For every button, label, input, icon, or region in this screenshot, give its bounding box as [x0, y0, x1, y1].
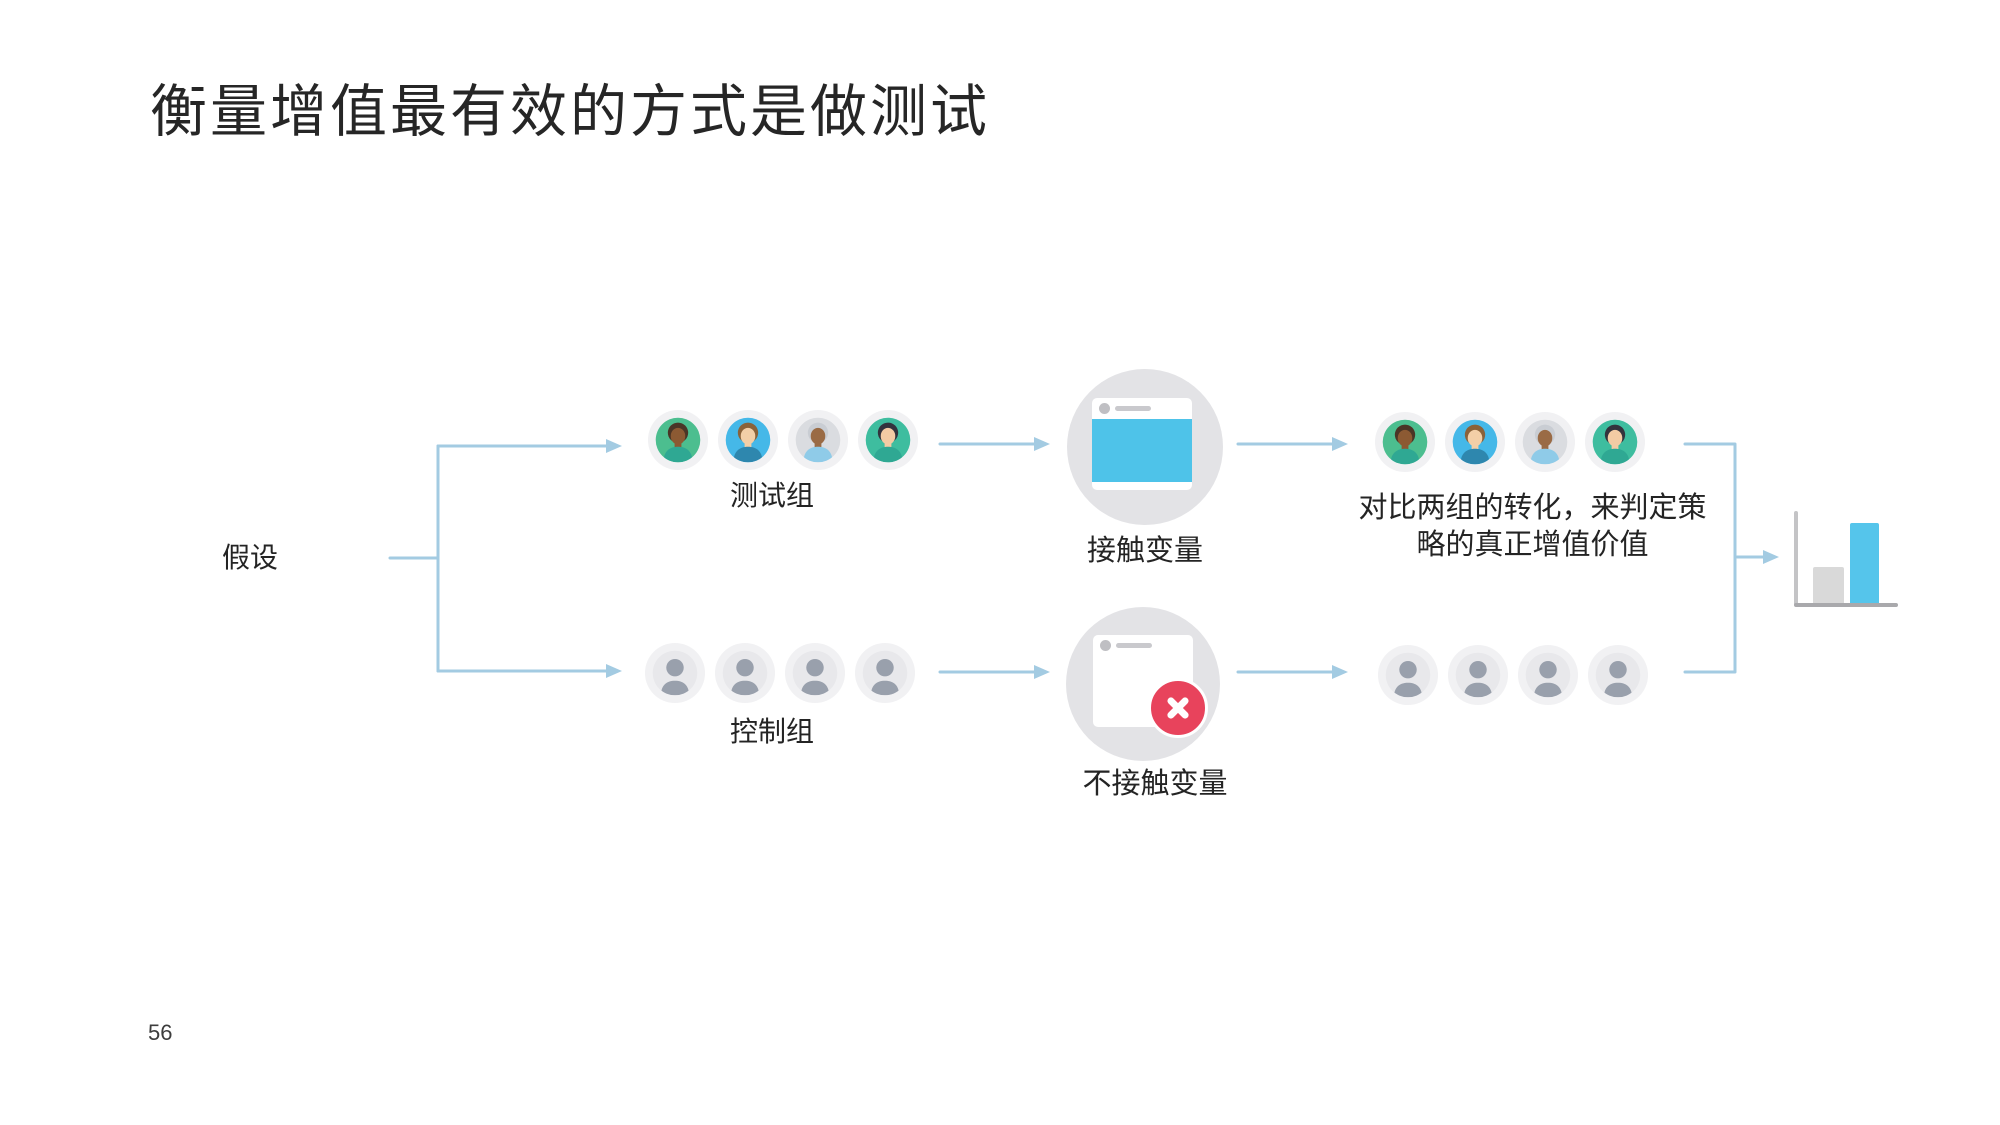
control-group-avatars [644, 642, 916, 704]
card-avatar-dot-icon [1100, 640, 1111, 651]
result-bar-chart-icon [1794, 511, 1900, 609]
conclusion-text: 对比两组的转化，来判定策 略的真正增值价值 [1330, 490, 1735, 564]
chart-y-axis [1794, 511, 1798, 606]
conclusion-line-2: 略的真正增值价值 [1416, 529, 1649, 561]
exposed-result-avatars [1374, 411, 1646, 473]
arrow-right-icon [1034, 437, 1050, 451]
person-silhouette-icon [1517, 644, 1579, 706]
person-silhouette-icon [854, 642, 916, 704]
arrow-right-icon [1763, 550, 1779, 564]
test-group-avatars [647, 409, 919, 471]
person-avatar-icon [1584, 411, 1646, 473]
chart-gray-bar [1813, 567, 1844, 603]
person-avatar-icon [1374, 411, 1436, 473]
arrow-right-icon [606, 664, 622, 678]
person-avatar-icon [857, 409, 919, 471]
control-group-label: 控制组 [729, 716, 814, 747]
ad-card-icon [1092, 398, 1192, 490]
chart-blue-bar [1850, 523, 1879, 603]
exposed-variable-label: 接触变量 [1086, 535, 1203, 567]
card-text-line-icon [1115, 406, 1151, 411]
test-group-label: 测试组 [729, 480, 814, 511]
not-exposed-variable-label: 不接触变量 [1082, 768, 1228, 800]
person-silhouette-icon [714, 642, 776, 704]
not-exposed-variable-icon [1066, 607, 1220, 761]
person-silhouette-icon [1447, 644, 1509, 706]
exposed-variable-icon [1067, 369, 1223, 525]
conclusion-line-1: 对比两组的转化，来判定策 [1358, 492, 1707, 524]
control-result-avatars [1377, 644, 1649, 706]
chart-x-axis [1794, 603, 1898, 607]
arrow-right-icon [1332, 665, 1348, 679]
person-avatar-icon [787, 409, 849, 471]
card-avatar-dot-icon [1099, 403, 1110, 414]
cross-badge-icon [1148, 678, 1208, 738]
person-silhouette-icon [644, 642, 706, 704]
person-silhouette-icon [1377, 644, 1439, 706]
hypothesis-label: 假设 [221, 542, 278, 573]
person-avatar-icon [1514, 411, 1576, 473]
person-avatar-icon [647, 409, 709, 471]
arrow-right-icon [1332, 437, 1348, 451]
arrow-right-icon [606, 439, 622, 453]
arrow-right-icon [1034, 665, 1050, 679]
person-silhouette-icon [784, 642, 846, 704]
person-avatar-icon [1444, 411, 1506, 473]
card-image-area-icon [1092, 419, 1192, 482]
person-silhouette-icon [1587, 644, 1649, 706]
person-avatar-icon [717, 409, 779, 471]
card-text-line-icon [1116, 643, 1152, 648]
page-number: 56 [148, 1020, 173, 1045]
slide-title: 衡量增值最有效的方式是做测试 [150, 80, 990, 144]
